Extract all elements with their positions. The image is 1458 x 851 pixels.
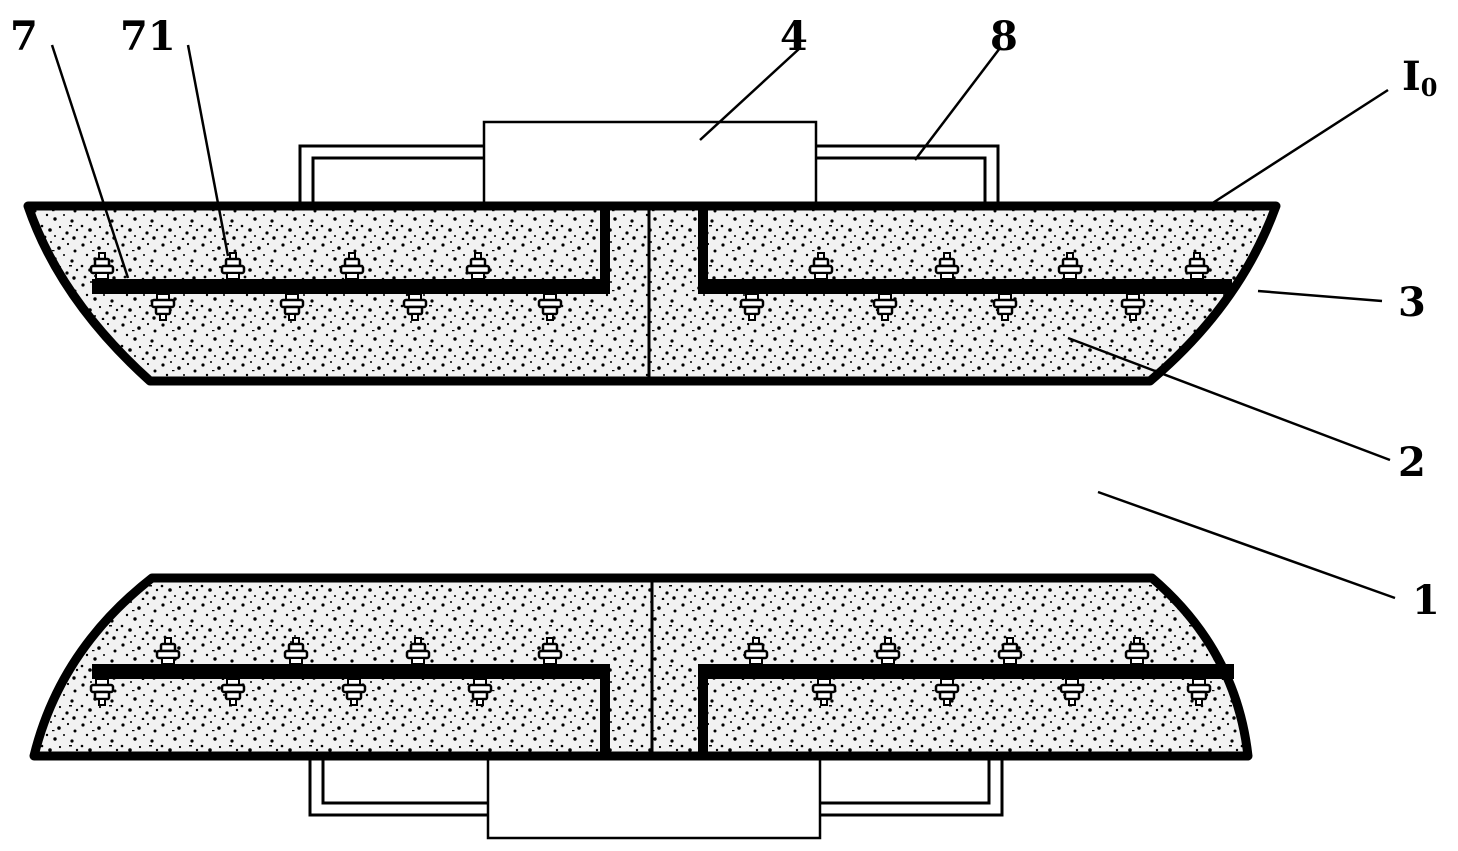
label-7: 7 [10, 13, 38, 60]
leader-i0 [1207, 88, 1389, 208]
control-box-bottom [486, 752, 822, 840]
upper-right-distribution-plate [698, 208, 1232, 294]
leader-4 [699, 47, 801, 141]
label-71: 71 [120, 13, 176, 60]
upper-shell [23, 201, 1281, 386]
label-3: 3 [1398, 279, 1426, 326]
pipe-top-left [298, 144, 488, 209]
leader-7 [50, 44, 130, 279]
lower-shell [29, 573, 1253, 761]
lower-right-distribution-plate [698, 664, 1234, 754]
pipe-top-right [813, 144, 1000, 209]
pipe-bottom-left [308, 753, 492, 817]
label-i0: I0 [1402, 53, 1437, 102]
label-8: 8 [990, 13, 1018, 60]
pipe-bottom-right [816, 753, 1004, 817]
leader-8 [914, 47, 1001, 161]
lower-left-distribution-plate [92, 664, 610, 754]
label-4: 4 [780, 13, 808, 60]
leader-3 [1257, 289, 1383, 303]
label-i0-main: I [1402, 53, 1421, 100]
control-box-top [482, 120, 818, 210]
leader-1 [1097, 490, 1396, 600]
label-i0-sub: 0 [1421, 73, 1438, 102]
leader-71 [186, 44, 230, 257]
label-2: 2 [1398, 439, 1426, 486]
label-1: 1 [1412, 577, 1440, 624]
leader-2 [1067, 336, 1391, 462]
upper-left-distribution-plate [92, 208, 610, 294]
